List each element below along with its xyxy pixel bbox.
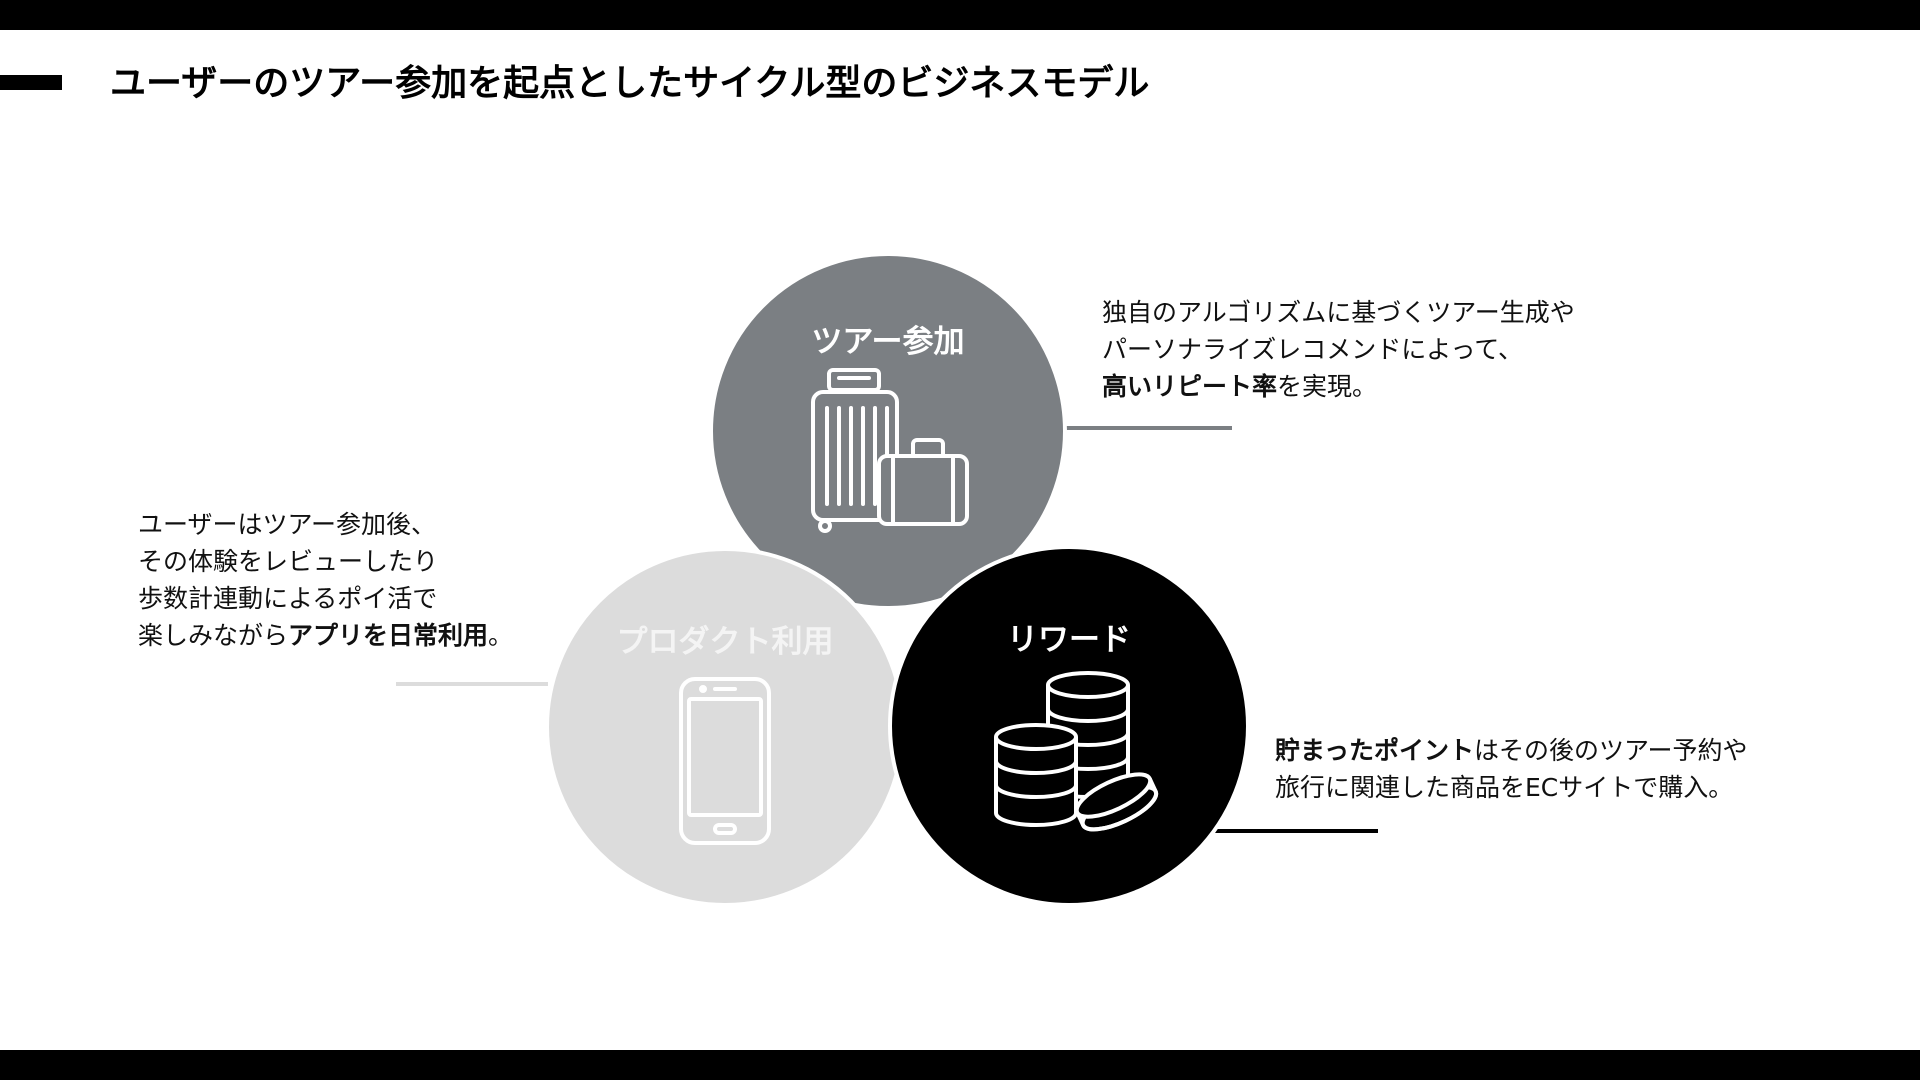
product-desc-highlight: アプリを日常利用 bbox=[288, 621, 489, 650]
product-desc-line1: ユーザーはツアー参加後、 bbox=[138, 510, 437, 539]
product-desc-line2: その体験をレビューしたり bbox=[138, 547, 439, 576]
page-title: ユーザーのツアー参加を起点としたサイクル型のビジネスモデル bbox=[110, 63, 1150, 104]
reward-desc-highlight: 貯まったポイント bbox=[1275, 736, 1475, 765]
product-desc-line4-end: 。 bbox=[488, 621, 514, 650]
reward-description: 貯まったポイントはその後のツアー予約や 旅行に関連した商品をECサイトで購入。 bbox=[1275, 732, 1748, 806]
tour-circle: ツアー参加 bbox=[709, 252, 1067, 610]
reward-connector-line bbox=[1210, 829, 1378, 833]
reward-desc-line1-rest: はその後のツアー予約や bbox=[1474, 736, 1748, 765]
product-description: ユーザーはツアー参加後、 その体験をレビューしたり 歩数計連動によるポイ活で 楽… bbox=[138, 506, 513, 654]
product-desc-line3: 歩数計連動によるポイ活で bbox=[138, 584, 438, 613]
tour-connector-line bbox=[1066, 426, 1232, 430]
product-connector-line bbox=[396, 682, 548, 686]
tour-desc-line1: 独自のアルゴリズムに基づくツアー生成や bbox=[1102, 298, 1575, 327]
luggage-icon bbox=[809, 368, 969, 542]
product-desc-line4-plain: 楽しみながら bbox=[138, 621, 289, 650]
reward-circle: リワード bbox=[888, 545, 1250, 907]
tour-circle-label: ツアー参加 bbox=[811, 324, 965, 360]
product-circle-label: プロダクト利用 bbox=[616, 624, 834, 660]
title-accent-bar bbox=[0, 75, 62, 90]
smartphone-icon bbox=[677, 675, 773, 851]
product-desc-line4: 楽しみながらアプリを日常利用。 bbox=[138, 617, 513, 654]
tour-desc-line3-rest: を実現。 bbox=[1277, 372, 1378, 401]
tour-desc-line3: 高いリピート率を実現。 bbox=[1102, 368, 1575, 405]
top-bar bbox=[0, 0, 1920, 30]
coins-icon bbox=[988, 671, 1164, 845]
tour-desc-highlight: 高いリピート率 bbox=[1102, 372, 1278, 401]
reward-circle-label: リワード bbox=[1007, 622, 1131, 658]
reward-desc-line2: 旅行に関連した商品をECサイトで購入。 bbox=[1275, 773, 1734, 802]
bottom-bar bbox=[0, 1050, 1920, 1080]
tour-description: 独自のアルゴリズムに基づくツアー生成や パーソナライズレコメンドによって、 高い… bbox=[1102, 294, 1575, 405]
reward-desc-line1: 貯まったポイントはその後のツアー予約や bbox=[1275, 732, 1748, 769]
tour-desc-line2: パーソナライズレコメンドによって、 bbox=[1102, 335, 1524, 364]
product-circle: プロダクト利用 bbox=[545, 547, 905, 907]
